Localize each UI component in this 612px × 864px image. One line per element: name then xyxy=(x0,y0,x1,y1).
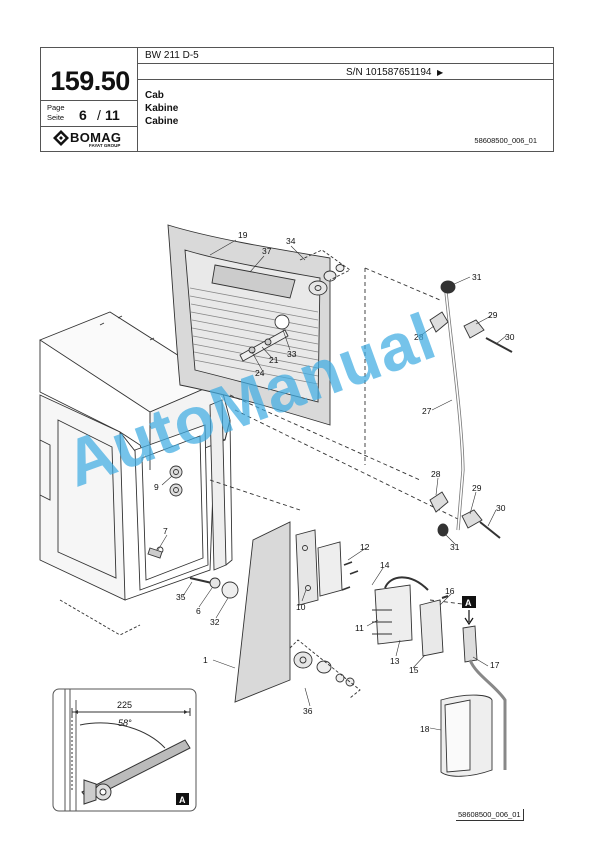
callout-24: 24 xyxy=(255,368,265,378)
callout-32: 32 xyxy=(210,617,220,627)
callout-9: 9 xyxy=(154,482,159,492)
callout-30b: 30 xyxy=(496,503,506,513)
model-name: BW 211 D-5 xyxy=(145,50,199,61)
callout-14: 14 xyxy=(380,560,390,570)
figure-code: 58608500_006_01 xyxy=(456,809,524,821)
callout-17: 17 xyxy=(490,660,500,670)
callout-29b: 29 xyxy=(472,483,482,493)
callout-29: 29 xyxy=(488,310,498,320)
callout-12: 12 xyxy=(360,542,370,552)
detail-angle: 58° xyxy=(118,718,132,728)
callout-11: 11 xyxy=(355,623,364,633)
callout-28b: 28 xyxy=(431,469,441,479)
callout-16: 16 xyxy=(445,586,455,596)
side-window xyxy=(234,521,291,703)
title-de: Kabine xyxy=(145,103,179,114)
detail-marker-a-label: A xyxy=(465,598,472,608)
callout-33: 33 xyxy=(287,349,297,359)
logo-group: FAYAT GROUP xyxy=(89,143,121,148)
page-total: 11 xyxy=(105,107,120,123)
callout-27: 27 xyxy=(422,406,432,416)
detail-marker-a xyxy=(462,596,476,608)
callout-13: 13 xyxy=(390,656,400,666)
callout-1: 1 xyxy=(203,655,208,665)
bomag-diamond-icon xyxy=(53,130,69,146)
callout-15: 15 xyxy=(409,665,419,675)
logo-brand: BOMAG xyxy=(70,130,122,145)
page-id-cell: 159.50 Page Seite 6 / 11 BOMAG FAYAT GRO… xyxy=(41,48,138,151)
callout-labels: 19 37 34 31 29 30 28 33 21 24 27 9 7 28 … xyxy=(154,230,515,734)
cab-frame xyxy=(39,311,233,636)
callout-36: 36 xyxy=(303,706,313,716)
drawing-code: 58608500_006_01 xyxy=(474,136,537,145)
callout-18: 18 xyxy=(420,724,430,734)
detail-view-a xyxy=(52,688,197,812)
bomag-logo: BOMAG FAYAT GROUP xyxy=(53,130,133,148)
callout-10: 10 xyxy=(296,602,306,612)
detail-dimension: 225 xyxy=(117,700,132,710)
callout-19: 19 xyxy=(238,230,248,240)
callout-6: 6 xyxy=(196,606,201,616)
callout-34: 34 xyxy=(286,236,296,246)
callout-30: 30 xyxy=(505,332,515,342)
seite-label: Seite xyxy=(47,113,65,122)
title-fr: Cabine xyxy=(145,116,179,127)
callout-7: 7 xyxy=(163,526,168,536)
page-separator: / xyxy=(97,107,101,123)
callout-31b: 31 xyxy=(450,542,460,552)
detail-label: A xyxy=(179,795,186,805)
title-en: Cab xyxy=(145,90,164,101)
page-number: 159.50 xyxy=(50,66,130,96)
page-current: 6 xyxy=(79,107,87,123)
callout-21: 21 xyxy=(269,355,279,365)
title-block: 159.50 Page Seite 6 / 11 BOMAG FAYAT GRO… xyxy=(40,47,554,152)
callout-37: 37 xyxy=(262,246,272,256)
page-label: Page xyxy=(47,103,65,112)
serial-number: S/N 101587651194 ▶ xyxy=(346,67,444,78)
callout-28: 28 xyxy=(414,332,424,342)
callout-31: 31 xyxy=(472,272,482,282)
callout-35: 35 xyxy=(176,592,186,602)
rear-window xyxy=(167,224,331,426)
